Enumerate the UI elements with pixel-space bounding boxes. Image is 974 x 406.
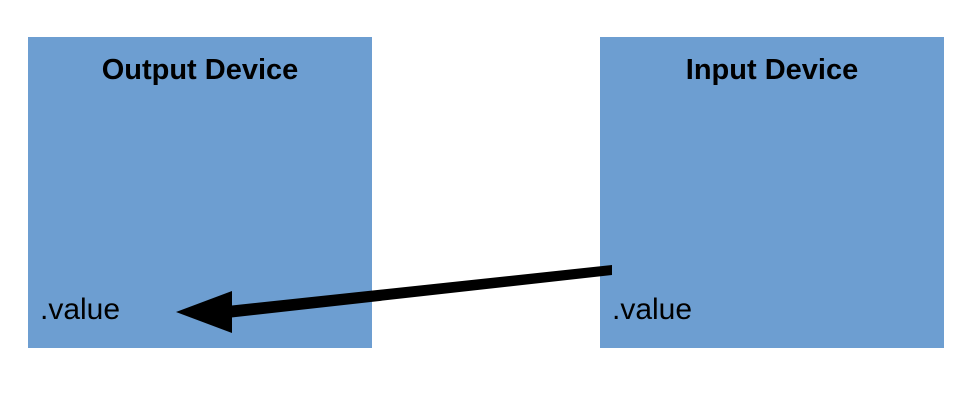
input-device-box[interactable]: Input Device .value .values (600, 37, 944, 348)
input-property-value: .value (612, 293, 693, 326)
output-property-value: .value (40, 293, 121, 326)
input-device-property-list: .value .values (612, 205, 707, 406)
output-device-property-list: .value .values .source (40, 205, 138, 406)
output-device-title: Output Device (101, 54, 299, 86)
input-device-title: Input Device (685, 54, 859, 86)
output-device-box[interactable]: Output Device .value .values .source (28, 37, 372, 348)
